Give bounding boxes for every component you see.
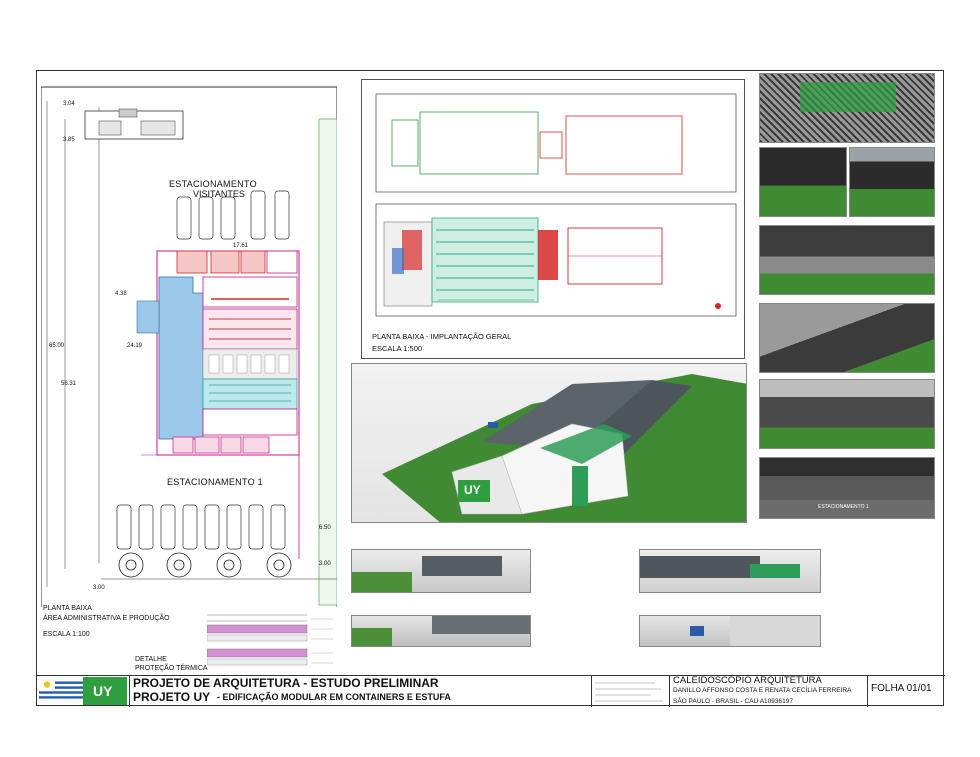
title-block-divider xyxy=(669,675,670,707)
dim-top-b: 3.85 xyxy=(63,137,75,143)
render-thumb-parking: ESTACIONAMENTO 1 xyxy=(759,457,935,519)
dim-bottom-c: 3.00 xyxy=(93,585,105,591)
render-thumb-bottom-3 xyxy=(639,549,821,593)
title-block-divider xyxy=(129,675,130,707)
render-thumb-sign xyxy=(800,82,896,112)
render-thumb-grass xyxy=(352,572,412,592)
uy-logo: UY xyxy=(83,677,127,705)
render-thumb-roof xyxy=(640,556,760,578)
plan-caption-sub: ÁREA ADMINISTRATIVA E PRODUÇÃO xyxy=(43,615,170,622)
dim-side-a: 4.38 xyxy=(115,291,127,297)
render-thumb-interior-b xyxy=(849,147,935,217)
detail-label-l1: DETALHE xyxy=(135,656,167,663)
detail-label-l2: PROTEÇÃO TÉRMICA xyxy=(135,665,208,672)
dim-side-b: 24.19 xyxy=(127,343,143,349)
dim-bottom-a: 6.50 xyxy=(319,525,331,531)
sheet-number: FOLHA 01/01 xyxy=(871,683,932,694)
visitor-parking-label-l1: ESTACIONAMENTO xyxy=(169,179,257,189)
thermal-detail-drawing xyxy=(206,611,337,671)
title-line2-sub: - EDIFICAÇÃO MODULAR EM CONTAINERS E EST… xyxy=(217,692,451,702)
render-thumb-aerial-a xyxy=(759,225,935,295)
render-thumb-grass xyxy=(352,628,392,646)
render-thumb-accent xyxy=(750,564,800,578)
visitor-parking-label-l2: VISITANTES xyxy=(193,189,245,199)
dim-total-a: 65.00 xyxy=(49,343,65,349)
plan-caption-scale: ESCALA 1:100 xyxy=(43,631,90,638)
drawing-sheet: 3.04 3.85 ESTACIONAMENTO VISITANTES 17.6… xyxy=(36,70,945,707)
uy-logo-text: UY xyxy=(93,683,113,699)
dim-bottom-b: 3.00 xyxy=(319,561,331,567)
firm-name: CALEIDOSCÓPIO ARQUITETURA xyxy=(673,675,822,686)
main-3d-render: UY xyxy=(351,363,747,523)
render-thumb-bottom-4 xyxy=(639,615,821,647)
render-thumb-aerial-b xyxy=(759,303,935,373)
render-thumb-wall xyxy=(730,616,820,646)
dim-width: 17.61 xyxy=(233,243,249,249)
render-thumb-bottom-2 xyxy=(351,615,531,647)
title-line2-main: PROJETO UY xyxy=(133,690,211,704)
uruguay-flag-icon xyxy=(39,679,83,701)
render-thumb-roof xyxy=(432,616,530,634)
site-plan-caption-l1: PLANTA BAIXA - IMPLANTAÇÃO GERAL xyxy=(372,332,512,341)
dim-top-a: 3.04 xyxy=(63,101,75,107)
parking1-label: ESTACIONAMENTO 1 xyxy=(167,477,263,487)
render-thumb-bottom-1 xyxy=(351,549,531,593)
title-line1: PROJETO DE ARQUITETURA - ESTUDO PRELIMIN… xyxy=(133,676,439,690)
title-block-top-rule xyxy=(37,675,945,676)
site-plan-panel: PLANTA BAIXA - IMPLANTAÇÃO GERAL ESCALA … xyxy=(361,79,745,359)
plan-caption-title: PLANTA BAIXA xyxy=(43,605,92,612)
render-brand-sign: UY xyxy=(464,483,481,497)
render-thumb-car xyxy=(690,626,704,636)
dim-total-b: 56.31 xyxy=(61,381,77,387)
signature-lines xyxy=(595,679,667,703)
render-parking-sign: ESTACIONAMENTO 1 xyxy=(818,504,869,510)
render-thumb-roof xyxy=(422,556,502,576)
render-thumb-interior-a xyxy=(759,147,847,217)
site-plan-caption-l2: ESCALA 1:500 xyxy=(372,344,423,353)
location: SÃO PAULO - BRASIL - CAU A10936197 xyxy=(673,698,793,705)
render-thumb-aerial-c xyxy=(759,379,935,449)
title-block-divider xyxy=(867,675,868,707)
render-thumb-mesh xyxy=(759,73,935,143)
authors: DANILLO AFFONSO COSTA E RENATA CECÍLIA F… xyxy=(673,687,852,694)
title-block-divider xyxy=(591,675,592,707)
floor-plan: 3.04 3.85 ESTACIONAMENTO VISITANTES 17.6… xyxy=(41,79,337,609)
